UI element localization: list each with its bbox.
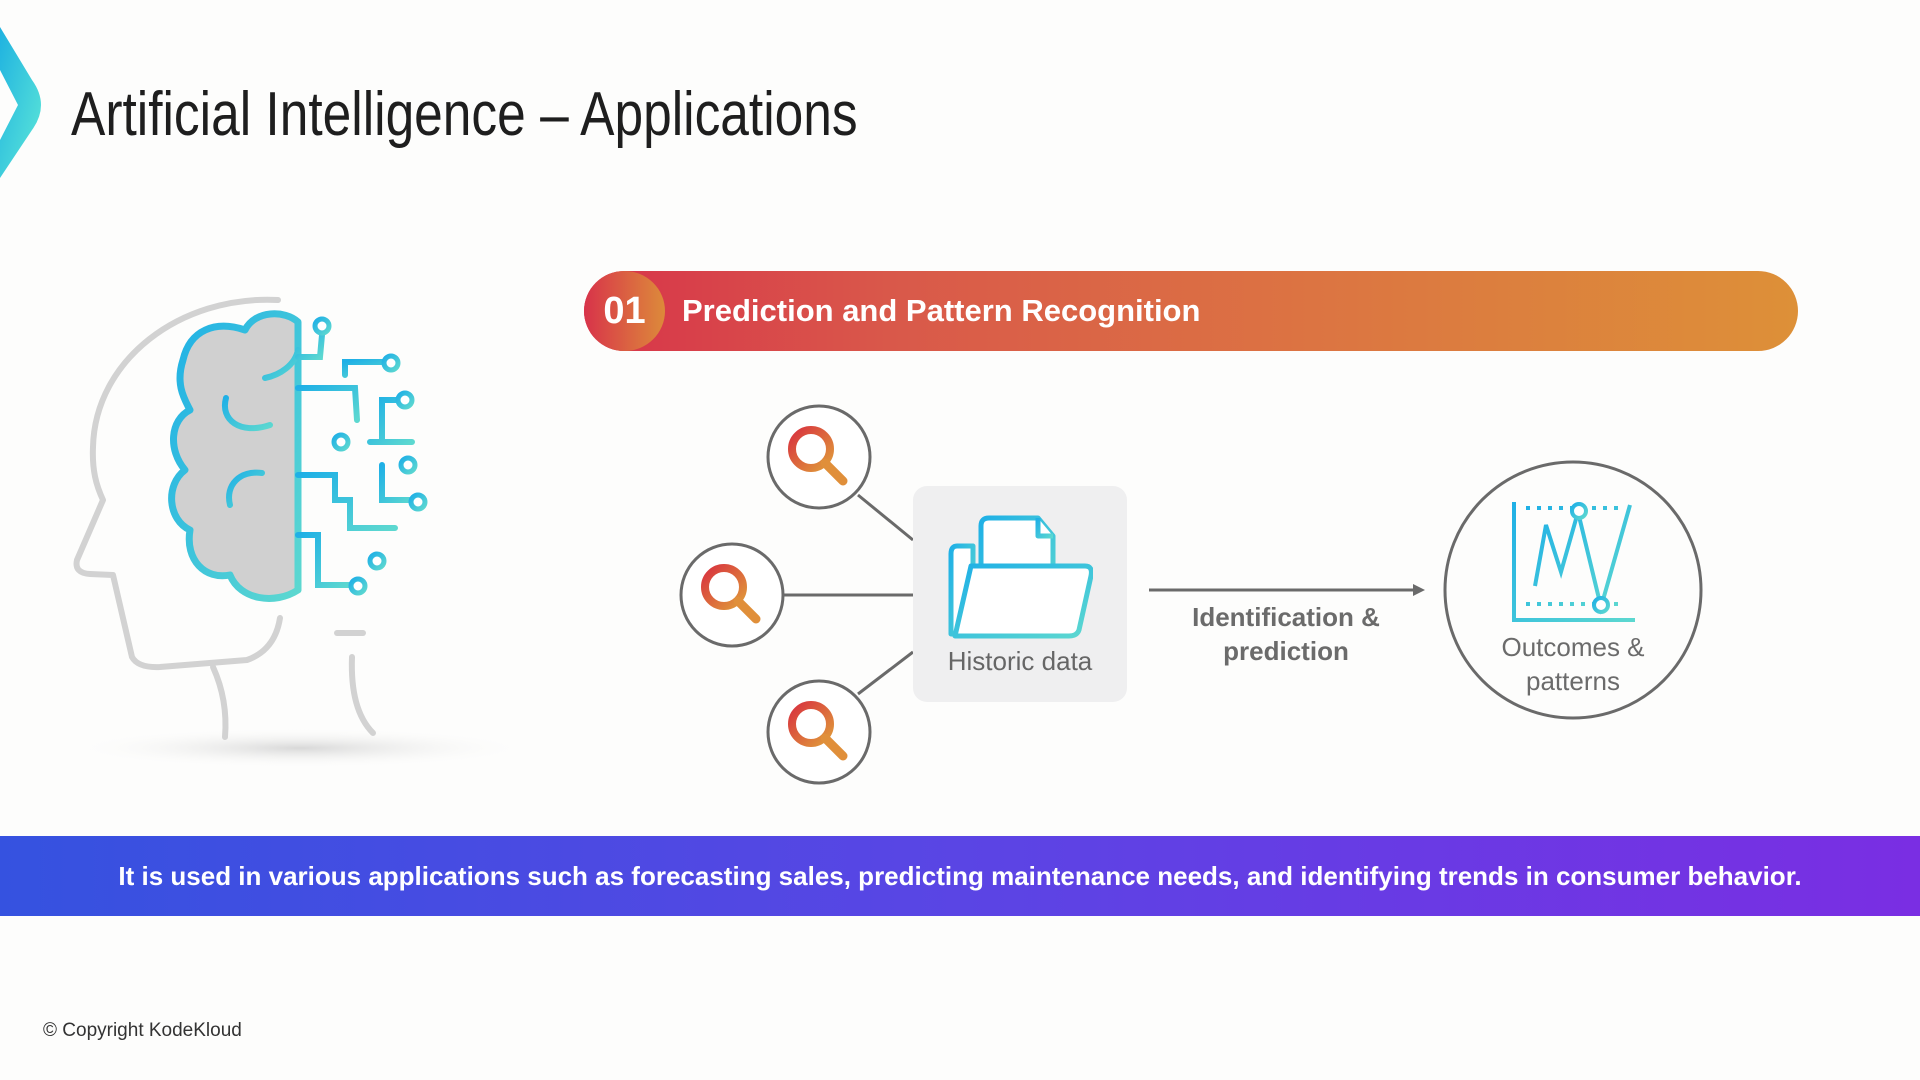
- copyright-text: © Copyright KodeKloud: [43, 1020, 242, 1041]
- process-label: Identification & prediction: [1192, 602, 1380, 666]
- historic-data-label: Historic data: [947, 646, 1093, 676]
- description-band: It is used in various applications such …: [0, 836, 1920, 916]
- page-title: Artificial Intelligence – Applications: [71, 80, 858, 149]
- folder-icon: [948, 515, 1093, 639]
- chart-pattern-icon: [1512, 502, 1635, 622]
- section-number-badge: 01: [584, 271, 665, 351]
- ai-head-icon: [70, 296, 530, 768]
- section-banner: 01 Prediction and Pattern Recognition: [584, 271, 1798, 351]
- section-title: Prediction and Pattern Recognition: [682, 293, 1201, 328]
- search-icon: [766, 404, 872, 510]
- outcome-label: Outcomes & patterns: [1501, 632, 1645, 696]
- chevron-logo-icon: [0, 27, 41, 178]
- arrow-head-icon: [1413, 584, 1425, 596]
- outcome-circle: [1443, 460, 1703, 720]
- description-text: It is used in various applications such …: [118, 861, 1802, 891]
- search-icon: [679, 542, 785, 648]
- search-icon: [766, 679, 872, 785]
- historic-data-box: Historic data: [913, 486, 1127, 702]
